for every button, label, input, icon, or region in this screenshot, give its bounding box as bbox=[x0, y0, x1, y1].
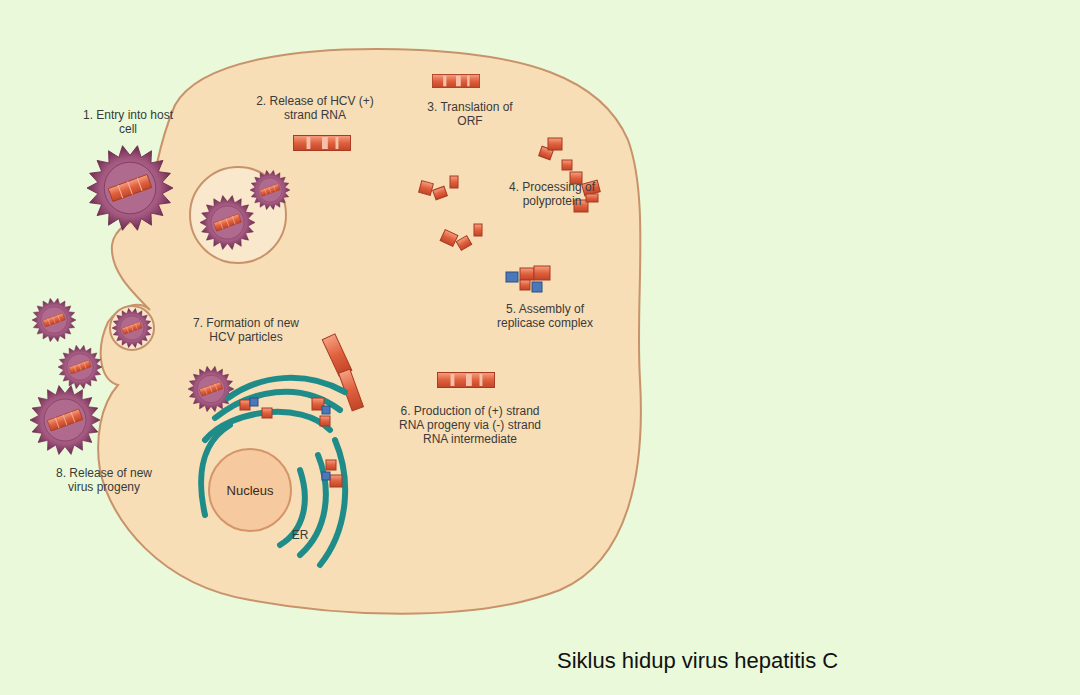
step-label: 5. Assembly of replicase complex bbox=[485, 302, 605, 330]
step-label: 2. Release of HCV (+) strand RNA bbox=[255, 94, 375, 122]
organelle-label: ER bbox=[285, 528, 315, 542]
nucleus-circle: Nucleus bbox=[208, 448, 292, 532]
host-cell bbox=[98, 49, 641, 614]
step-label: 6. Production of (+) strand RNA progeny … bbox=[395, 404, 545, 446]
step-label: 4. Processing of polyprotein bbox=[502, 180, 602, 208]
step-label: 7. Formation of new HCV particles bbox=[191, 316, 301, 344]
step-label: 8. Release of new virus progeny bbox=[44, 466, 164, 494]
step-label: 3. Translation of ORF bbox=[425, 100, 515, 128]
node-text: Nucleus bbox=[227, 483, 274, 498]
caption: Siklus hidup virus hepatitis C bbox=[557, 648, 838, 674]
step-label: 1. Entry into host cell bbox=[82, 108, 174, 136]
